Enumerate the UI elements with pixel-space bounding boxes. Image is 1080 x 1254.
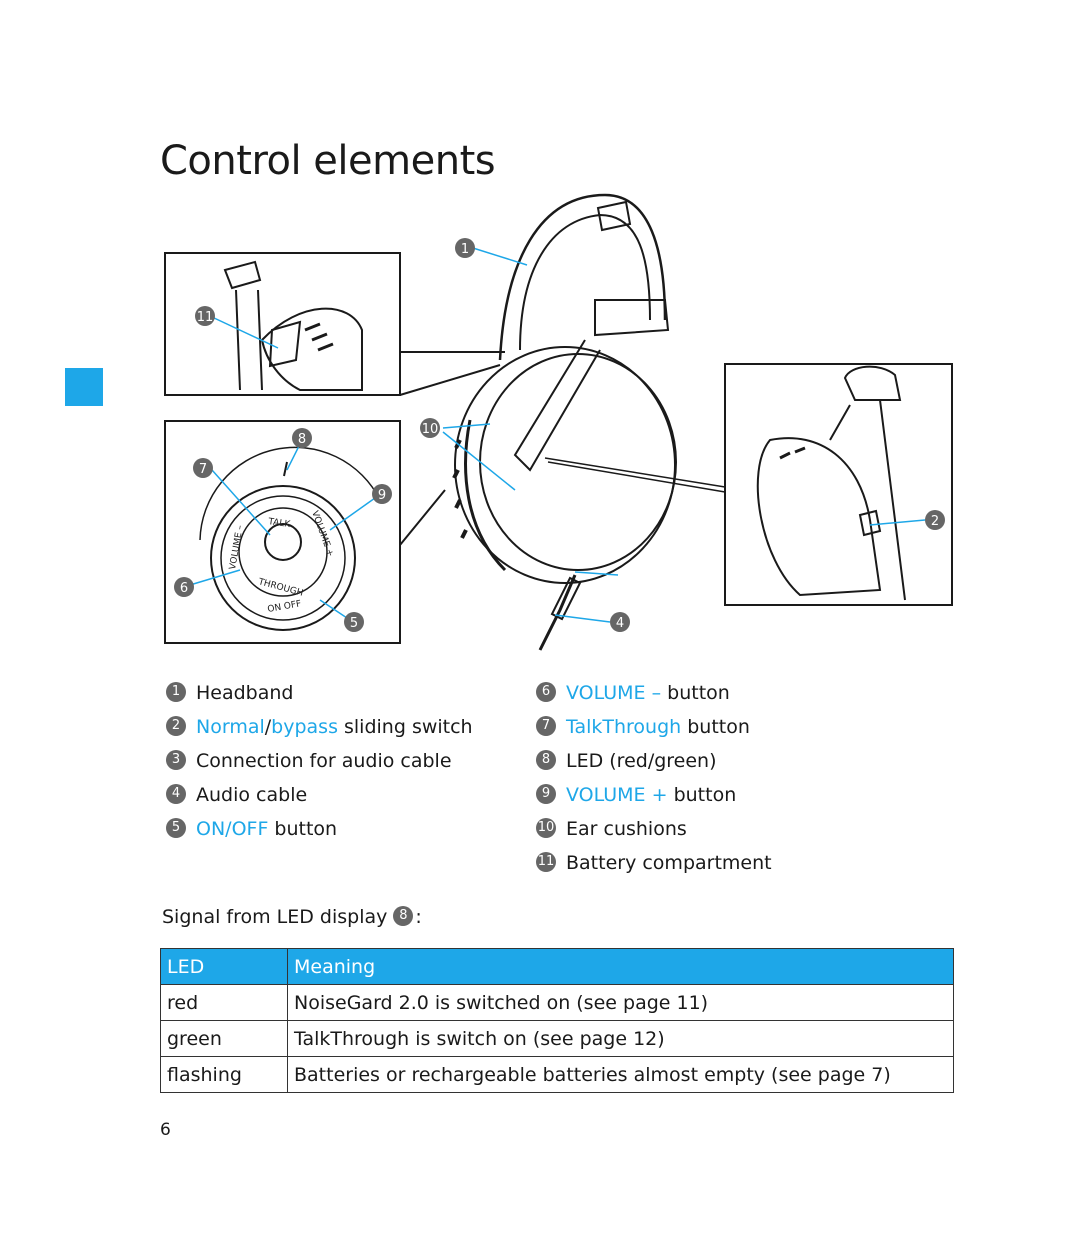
legend-text: sliding switch	[337, 716, 473, 738]
legend-number: 11	[536, 851, 556, 872]
dial-talk: TALK	[267, 517, 292, 530]
table-cell: red	[160, 984, 288, 1021]
legend-item: 2 Normal/bypass sliding switch	[166, 710, 473, 744]
svg-text:10: 10	[422, 422, 439, 437]
legend-blue: Normal	[196, 716, 265, 738]
svg-text:7: 7	[199, 462, 207, 477]
svg-text:9: 9	[378, 488, 386, 503]
callout-10	[420, 418, 440, 438]
table-row: green TalkThrough is switch on (see page…	[160, 1020, 954, 1057]
legend-blue: TalkThrough	[566, 716, 682, 738]
legend-item: 5 ON/OFF button	[166, 812, 473, 846]
callout-8	[292, 428, 312, 448]
legend-text: button	[681, 716, 750, 738]
legend-item: 1 Headband	[166, 676, 473, 710]
callout-7	[193, 458, 213, 478]
legend-text: LED (red/green)	[566, 750, 717, 772]
legend-right: 6 VOLUME – button 7 TalkThrough button 8 LE…	[536, 676, 772, 880]
table-cell: flashing	[160, 1056, 288, 1093]
legend-blue: VOLUME –	[566, 682, 662, 704]
signal-caption-suffix: :	[415, 906, 422, 928]
table-cell: green	[160, 1020, 288, 1057]
svg-text:6: 6	[180, 581, 188, 596]
signal-caption-text: Signal from LED display	[162, 906, 388, 928]
legend-text: button	[268, 818, 338, 840]
page-title: Control elements	[160, 138, 496, 184]
section-tab-marker	[65, 368, 103, 406]
table-cell: NoiseGard 2.0 is switched on (see page 1…	[287, 984, 954, 1021]
legend-item: 3 Connection for audio cable	[166, 744, 473, 778]
svg-text:2: 2	[931, 514, 939, 529]
legend-item: 6 VOLUME – button	[536, 676, 772, 710]
legend-blue: ON/OFF	[196, 818, 269, 840]
table-row: flashing Batteries or rechargeable batte…	[160, 1056, 954, 1093]
signal-ref-number: 8	[393, 905, 414, 926]
legend-number: 10	[536, 817, 556, 838]
legend-text: Battery compartment	[566, 852, 772, 874]
header-meaning: Meaning	[287, 948, 954, 985]
legend-number: 7	[536, 715, 556, 736]
legend-text: Headband	[196, 682, 294, 704]
callout-5	[344, 612, 364, 632]
legend-sep: /	[264, 716, 272, 738]
legend-text: Connection for audio cable	[196, 750, 452, 772]
legend-number: 3	[166, 749, 186, 770]
legend-blue: bypass	[271, 716, 338, 738]
header-led: LED	[160, 948, 288, 985]
table-cell: TalkThrough is switch on (see page 12)	[287, 1020, 954, 1057]
legend-number: 9	[536, 783, 556, 804]
dial-on-off: ON OFF	[267, 599, 302, 615]
inset-battery	[164, 252, 401, 396]
table-row: red NoiseGard 2.0 is switched on (see pa…	[160, 984, 954, 1021]
legend-number: 5	[166, 817, 186, 838]
callout-2	[925, 510, 945, 530]
legend-text: button	[661, 682, 730, 704]
svg-text:4: 4	[616, 616, 624, 631]
legend-item: 7 TalkThrough button	[536, 710, 772, 744]
table-header-row: LED Meaning	[160, 948, 954, 985]
legend-item: 4 Audio cable	[166, 778, 473, 812]
svg-text:8: 8	[298, 432, 306, 447]
callout-6	[174, 577, 194, 597]
dial-volume-plus: VOLUME +	[309, 510, 335, 559]
callout-4	[610, 612, 630, 632]
led-table: LED Meaning red NoiseGard 2.0 is switche…	[160, 948, 954, 1093]
table-cell: Batteries or rechargeable batteries almo…	[287, 1056, 954, 1093]
legend-item: 11 Battery compartment	[536, 846, 772, 880]
legend-number: 4	[166, 783, 186, 804]
legend-item: 10 Ear cushions	[536, 812, 772, 846]
legend-number: 1	[166, 681, 186, 702]
page-number: 6	[160, 1120, 171, 1140]
legend-item: 8 LED (red/green)	[536, 744, 772, 778]
legend-number: 2	[166, 715, 186, 736]
legend-text: Audio cable	[196, 784, 308, 806]
headphones-illustration: 1 11 10 8 7 9 6 5 4 2 VOLUME – TALK VOLU…	[164, 193, 953, 651]
inset-switch	[724, 363, 953, 606]
svg-text:11: 11	[197, 310, 214, 325]
callout-11	[195, 306, 215, 326]
legend-blue: VOLUME +	[566, 784, 668, 806]
dial-volume-minus: VOLUME –	[228, 524, 246, 571]
legend-text: Ear cushions	[566, 818, 687, 840]
inset-dial	[164, 420, 401, 644]
svg-text:5: 5	[350, 616, 358, 631]
callout-9	[372, 484, 392, 504]
svg-text:1: 1	[461, 242, 469, 257]
legend-text: button	[667, 784, 737, 806]
callout-1	[455, 238, 475, 258]
legend-number: 8	[536, 749, 556, 770]
legend-item: 9 VOLUME + button	[536, 778, 772, 812]
legend-number: 6	[536, 681, 556, 702]
